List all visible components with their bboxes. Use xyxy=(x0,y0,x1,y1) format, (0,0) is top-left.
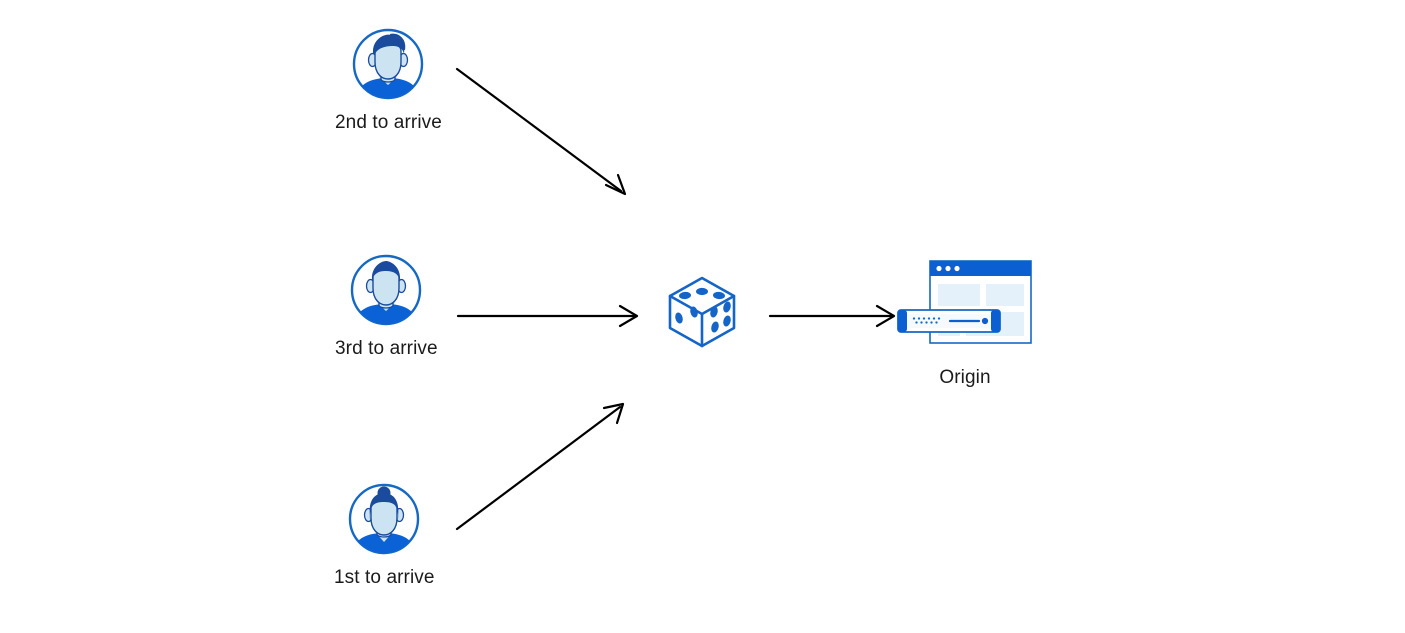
user-avatar-icon xyxy=(349,253,423,327)
node-origin[interactable]: Origin xyxy=(896,258,1034,390)
router-appliance-icon xyxy=(897,309,1001,333)
arrow-dice-to-origin xyxy=(768,304,896,328)
user-avatar-icon xyxy=(347,482,421,556)
arrow-1st-to-dice xyxy=(455,402,625,531)
node-label-client-1st: 1st to arrive xyxy=(334,567,435,588)
node-client-1st[interactable]: 1st to arrive xyxy=(334,482,435,590)
node-label-origin: Origin xyxy=(939,367,991,388)
node-client-2nd[interactable]: 2nd to arrive xyxy=(335,27,442,135)
arrow-3rd-to-dice xyxy=(456,304,639,328)
node-label-client-2nd: 2nd to arrive xyxy=(335,112,442,133)
dice-icon xyxy=(660,270,744,354)
node-client-3rd[interactable]: 3rd to arrive xyxy=(335,253,438,361)
arrow-2nd-to-dice xyxy=(455,67,627,196)
origin-server-icon xyxy=(896,258,1034,356)
node-label-client-3rd: 3rd to arrive xyxy=(335,338,438,359)
node-randomizer[interactable] xyxy=(660,270,744,354)
user-avatar-icon xyxy=(351,27,425,101)
